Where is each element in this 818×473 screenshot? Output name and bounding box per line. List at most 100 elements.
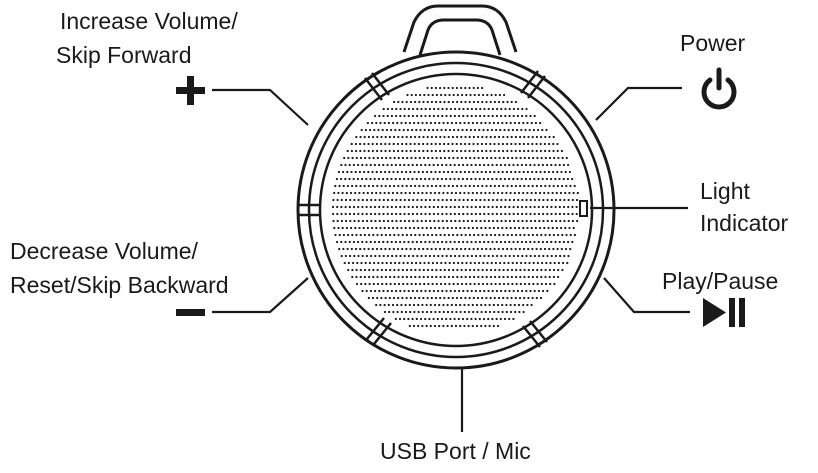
grille-dot bbox=[442, 226, 445, 230]
grille-dot bbox=[497, 296, 501, 300]
grille-dot bbox=[489, 296, 492, 300]
grille-dot bbox=[396, 121, 399, 125]
grille-dot bbox=[525, 114, 528, 118]
grille-dot bbox=[490, 93, 493, 97]
grille-dot bbox=[506, 233, 509, 237]
grille-dot bbox=[477, 93, 480, 97]
grille-dot bbox=[553, 261, 556, 265]
grille-dot bbox=[437, 198, 440, 202]
grille-dot bbox=[503, 317, 507, 321]
grille-dot bbox=[390, 289, 393, 293]
grille-dot bbox=[445, 107, 448, 111]
grille-dot bbox=[517, 303, 521, 307]
grille-dot bbox=[383, 191, 386, 195]
grille-dot bbox=[499, 240, 502, 244]
grille-dot bbox=[414, 135, 417, 139]
leader-play bbox=[603, 277, 690, 314]
grille-dot bbox=[531, 184, 534, 188]
grille-dot bbox=[419, 128, 422, 132]
grille-dot bbox=[500, 107, 503, 111]
grille-dot bbox=[524, 261, 527, 265]
grille-dot bbox=[493, 310, 496, 314]
grille-dot bbox=[529, 205, 532, 209]
grille-dot bbox=[461, 128, 464, 132]
grille-dot bbox=[422, 100, 425, 104]
grille-dot bbox=[475, 219, 478, 223]
grille-dot bbox=[443, 275, 446, 279]
grille-dot bbox=[410, 233, 413, 237]
grille-dot bbox=[438, 121, 441, 125]
grille-dot bbox=[568, 170, 572, 174]
grille-dot bbox=[432, 163, 435, 167]
grille-dot bbox=[388, 247, 391, 251]
grille-dot bbox=[418, 282, 422, 286]
grille-dot bbox=[344, 254, 347, 258]
grille-dot bbox=[405, 142, 408, 146]
grille-dot bbox=[516, 163, 519, 167]
grille-dot bbox=[558, 240, 561, 244]
grille-dot bbox=[439, 275, 442, 279]
grille-dot bbox=[347, 268, 350, 272]
grille-dot bbox=[460, 275, 463, 279]
grille-dot bbox=[548, 268, 551, 272]
grille-dot bbox=[370, 191, 374, 195]
grille-dot bbox=[520, 177, 523, 181]
grille-dot bbox=[488, 226, 491, 230]
grille-dot bbox=[408, 191, 411, 195]
grille-dot bbox=[497, 121, 500, 125]
grille-dot bbox=[541, 177, 544, 181]
grille-dot bbox=[481, 296, 484, 300]
grille-dot bbox=[441, 240, 444, 244]
grille-dot bbox=[454, 107, 457, 111]
grille-dot bbox=[536, 268, 539, 272]
grille-dot bbox=[486, 261, 489, 265]
grille-dot bbox=[403, 198, 406, 202]
grille-dot bbox=[349, 198, 352, 202]
grille-dot bbox=[417, 142, 420, 146]
grille-dot bbox=[384, 268, 388, 272]
grille-dot bbox=[481, 184, 484, 188]
grille-dot bbox=[396, 142, 399, 146]
grille-dot bbox=[355, 156, 358, 160]
grille-dot bbox=[455, 247, 458, 251]
grille-dot bbox=[496, 107, 499, 111]
grille-dot bbox=[544, 282, 548, 286]
grille-dot bbox=[342, 247, 345, 251]
grille-dot bbox=[505, 170, 508, 174]
grille-dot bbox=[453, 177, 456, 181]
grille-dot bbox=[419, 93, 422, 97]
grille-dot bbox=[405, 247, 408, 251]
grille-dot bbox=[495, 212, 498, 216]
grille-dot bbox=[427, 93, 430, 97]
grille-dot bbox=[395, 107, 398, 111]
grille-dot bbox=[546, 212, 549, 216]
grille-dot bbox=[442, 310, 445, 314]
grille-dot bbox=[451, 135, 454, 139]
grille-dot bbox=[355, 184, 358, 188]
grille-dot bbox=[463, 121, 466, 125]
grille-dot bbox=[373, 261, 376, 265]
grille-dot bbox=[368, 275, 371, 279]
grille-dot bbox=[458, 114, 461, 118]
grille-dot bbox=[514, 149, 517, 153]
grille-dot bbox=[571, 177, 574, 181]
grille-dot bbox=[439, 184, 442, 188]
grille-dot bbox=[368, 233, 371, 237]
rim-ticks bbox=[298, 70, 548, 348]
grille-dot bbox=[431, 156, 434, 160]
grille-dot bbox=[450, 219, 453, 223]
grille-dot bbox=[333, 191, 336, 195]
grille-dot bbox=[482, 93, 485, 97]
grille-dot bbox=[499, 163, 502, 167]
grille-dot bbox=[382, 205, 385, 209]
grille-dot bbox=[481, 282, 485, 286]
grille-dot bbox=[503, 128, 506, 132]
grille-dot bbox=[519, 135, 522, 139]
grille-dot bbox=[415, 240, 418, 244]
grille-dot bbox=[357, 212, 360, 216]
grille-dot bbox=[559, 198, 562, 202]
grille-dot bbox=[563, 212, 566, 216]
power-label: Power bbox=[680, 30, 746, 56]
grille-dot bbox=[447, 86, 450, 90]
grille-dot bbox=[529, 240, 532, 244]
